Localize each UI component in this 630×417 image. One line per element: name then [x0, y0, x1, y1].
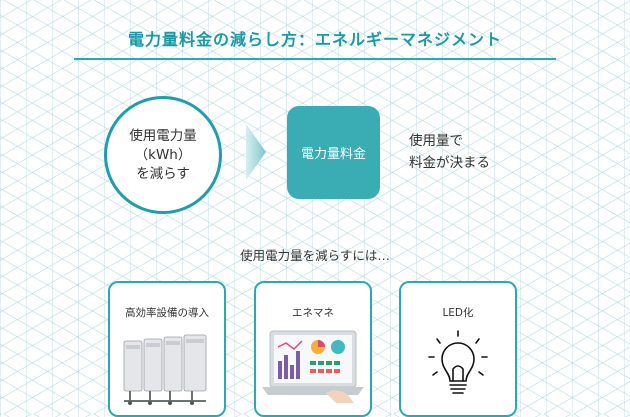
card-label: 高効率設備の導入 — [125, 307, 209, 319]
reduce-usage-circle: 使用電力量 （kWh） を減らす — [104, 96, 222, 214]
card-efficient-equipment: 高効率設備の導入 — [108, 281, 226, 417]
result-line-2: 料金が決まる — [409, 155, 490, 171]
card-label: エネマネ — [292, 307, 334, 319]
industrial-equipment-icon — [123, 334, 207, 405]
laptop-dashboard-icon — [262, 330, 364, 403]
title-underline — [74, 58, 556, 60]
methods-intro: 使用電力量を減らすには… — [240, 248, 390, 263]
energy-charge-box: 電力量料金 — [287, 106, 380, 199]
circle-line-3: を減らす — [136, 165, 190, 182]
card-energy-management: エネマネ — [254, 281, 372, 417]
circle-line-1: 使用電力量 — [129, 127, 197, 144]
card-led: LED化 — [399, 281, 517, 417]
light-bulb-icon — [428, 330, 488, 394]
result-text: 使用量で 料金が決まる — [409, 130, 490, 174]
circle-line-2: （kWh） — [134, 146, 192, 163]
circle-text: 使用電力量 （kWh） を減らす — [129, 127, 197, 184]
card-label: LED化 — [442, 307, 474, 319]
result-line-1: 使用量で — [409, 133, 463, 149]
arrow-right-icon — [246, 124, 266, 180]
page-title: 電力量料金の減らし方：エネルギーマネジメント — [127, 30, 502, 49]
